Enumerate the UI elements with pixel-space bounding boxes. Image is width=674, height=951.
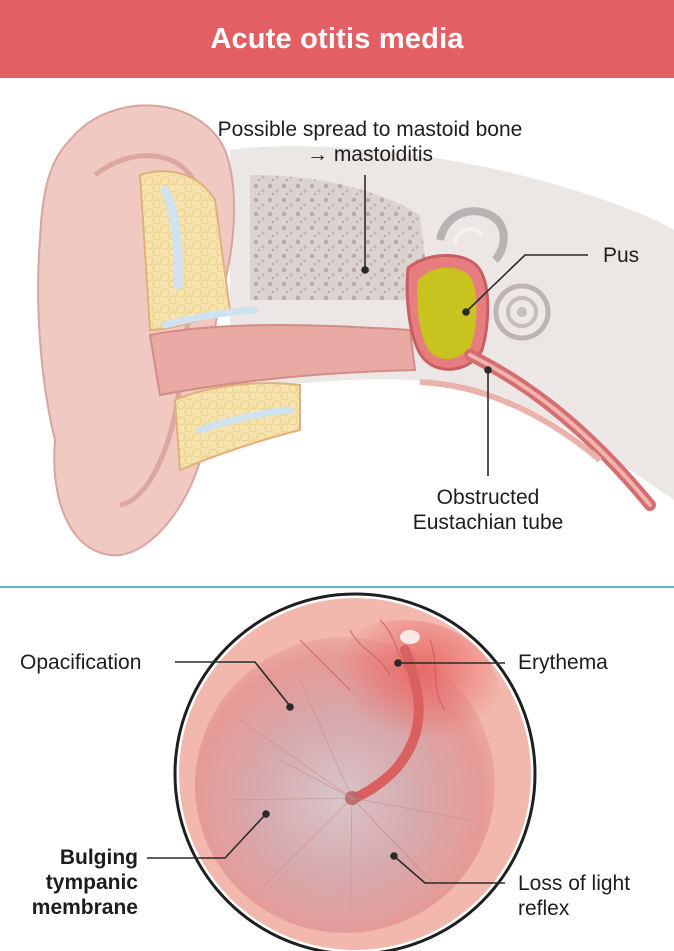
- label-light-reflex: Loss of light reflex: [518, 871, 630, 921]
- label-opacification: Opacification: [20, 650, 141, 675]
- label-mastoid-line1: Possible spread to mastoid bone: [160, 117, 580, 142]
- label-pus: Pus: [603, 243, 639, 268]
- label-bulging-line3: membrane: [20, 895, 138, 920]
- label-light-line2: reflex: [518, 896, 630, 921]
- label-light-line1: Loss of light: [518, 871, 630, 896]
- label-bulging-line2: tympanic: [20, 870, 138, 895]
- label-erythema: Erythema: [518, 650, 608, 675]
- label-eustachian-line1: Obstructed: [388, 485, 588, 510]
- label-mastoid-line2: → mastoiditis: [160, 142, 580, 167]
- label-bulging-line1: Bulging: [20, 845, 138, 870]
- label-mastoid: Possible spread to mastoid bone → mastoi…: [160, 117, 580, 167]
- section-divider: [0, 586, 674, 588]
- cartilage-lower: [175, 383, 300, 470]
- label-eustachian-line2: Eustachian tube: [388, 510, 588, 535]
- label-eustachian: Obstructed Eustachian tube: [388, 485, 588, 535]
- tympanic-membrane-view: [175, 594, 535, 951]
- label-bulging: Bulging tympanic membrane: [20, 845, 138, 920]
